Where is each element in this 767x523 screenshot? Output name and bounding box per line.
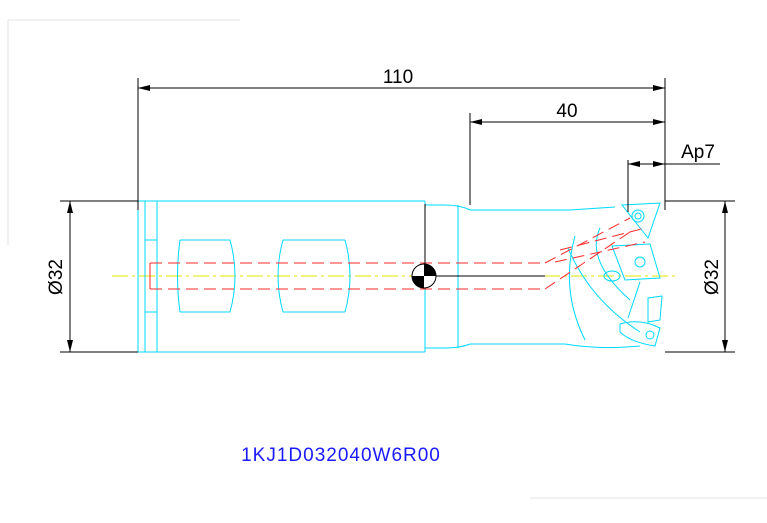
reference-lines [424, 204, 545, 277]
ap-label: Ap7 [681, 142, 715, 163]
head-length-label: 40 [556, 101, 577, 122]
overall-length-label: 110 [383, 67, 413, 88]
dimension-arrows [67, 85, 728, 352]
part-code: 1KJ1D032040W6R00 [241, 445, 441, 466]
coolant-channels [149, 217, 646, 290]
center-of-gravity-symbol [411, 263, 437, 289]
shank-diameter-label: Ø32 [46, 259, 67, 295]
tool-body [137, 200, 663, 353]
cutter-diameter-label: Ø32 [702, 259, 723, 295]
dimension-lines [60, 78, 735, 353]
sheet-borders [7, 19, 767, 499]
